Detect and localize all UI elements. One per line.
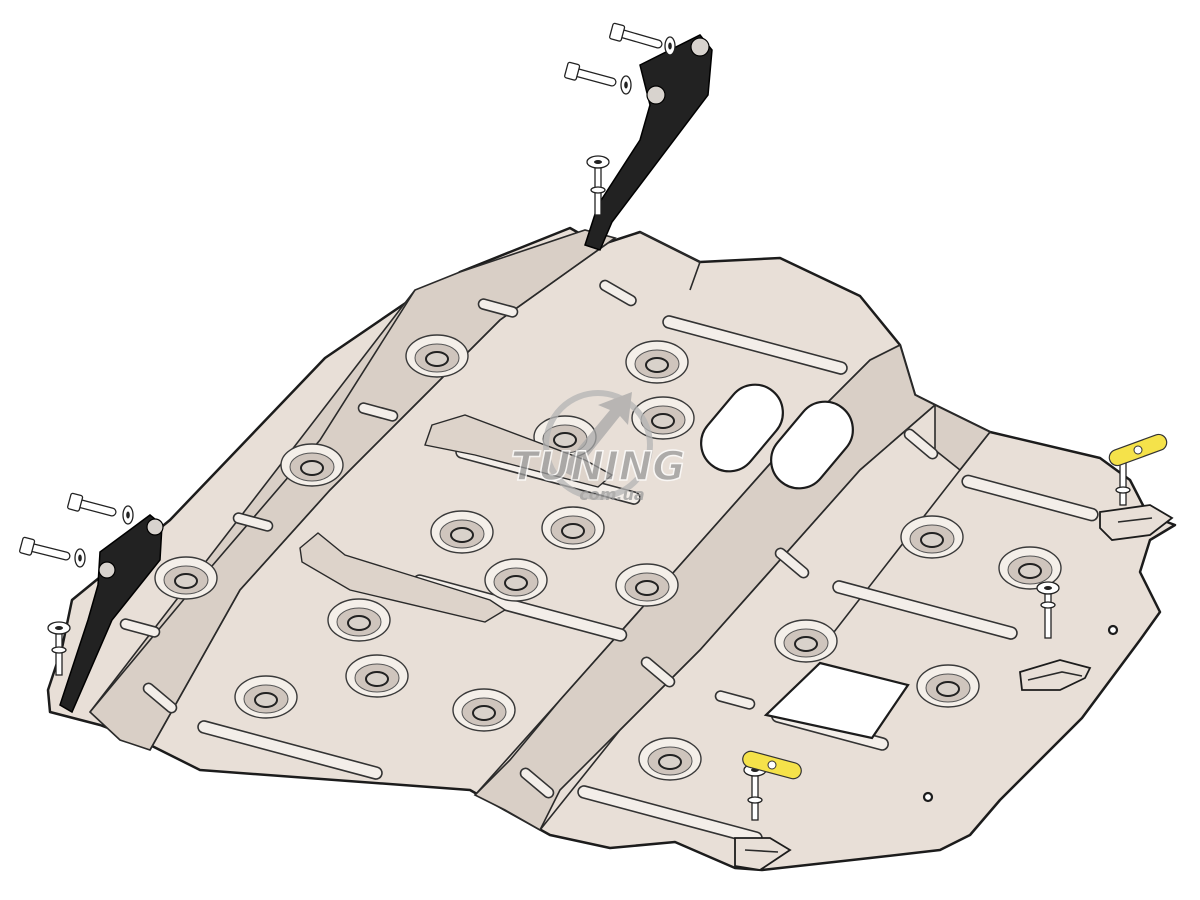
- rib-slot: [662, 315, 848, 375]
- dimple-hole: [900, 515, 964, 559]
- rib-slot: [832, 580, 1018, 640]
- small-hole: [1107, 624, 1119, 636]
- dimple-hole: [774, 619, 838, 663]
- mounting-bracket-top: [584, 34, 713, 251]
- dimple-hole: [327, 598, 391, 642]
- cutout-opening-right: [770, 400, 854, 490]
- dimple-holes: [154, 334, 1062, 781]
- fold-line-4: [474, 344, 901, 796]
- mounting-tab-bottom: [734, 837, 792, 871]
- nut-plate-edge: [1027, 671, 1083, 681]
- mounting-tab-bottom-slot: [744, 849, 779, 853]
- short-slot: [903, 428, 939, 460]
- bracket-hole: [646, 85, 666, 105]
- short-slot: [519, 767, 555, 799]
- bolt: [1036, 581, 1060, 639]
- washer: [74, 548, 86, 568]
- fold-line-1: [149, 237, 616, 751]
- spring-clip: [1108, 433, 1168, 467]
- short-slot: [142, 682, 178, 714]
- bracket-hole: [146, 518, 164, 536]
- bolt: [609, 22, 663, 49]
- dimple-hole: [280, 443, 344, 487]
- short-slot: [232, 512, 274, 532]
- dimple-hole: [234, 675, 298, 719]
- small-hole: [922, 791, 934, 803]
- dimple-hole: [916, 664, 980, 708]
- watermark-domain: com.ua: [579, 485, 644, 504]
- spring-clip: [742, 750, 802, 780]
- cutout-opening-square: [763, 661, 910, 740]
- bolt-hardware: [19, 22, 1168, 821]
- bolt: [67, 492, 117, 517]
- fold-line-3: [539, 404, 936, 831]
- mounting-tab-right-upper: [1099, 504, 1174, 541]
- bolt: [47, 621, 71, 676]
- dimple-hole: [154, 556, 218, 600]
- dimple-hole: [405, 334, 469, 378]
- dimple-hole: [484, 558, 548, 602]
- dimple-hole: [541, 506, 605, 550]
- rib-slot: [961, 474, 1099, 522]
- heat-shield-strip-lower: [299, 532, 507, 623]
- fold-line-6: [639, 231, 701, 291]
- bracket-hole: [98, 561, 116, 579]
- dimple-hole: [452, 688, 516, 732]
- bracket-hole: [690, 37, 710, 57]
- short-slot: [774, 547, 810, 579]
- bolt: [19, 536, 71, 561]
- short-slot: [714, 690, 756, 710]
- dimple-hole: [430, 510, 494, 554]
- fold-line-5: [819, 431, 991, 651]
- short-slot: [640, 656, 676, 688]
- dimple-hole: [998, 546, 1062, 590]
- watermark-circle: [543, 390, 653, 500]
- mounting-tab-right-slot: [1117, 517, 1153, 523]
- fold-line-2: [89, 289, 416, 713]
- dimple-hole: [345, 654, 409, 698]
- watermark-brand: TUNING: [511, 444, 685, 490]
- watermark-logo: TUNING com.ua: [510, 390, 686, 504]
- washer: [122, 505, 134, 525]
- watermark-arrow-icon: [560, 392, 632, 476]
- dimple-hole: [625, 340, 689, 384]
- short-slot: [477, 298, 519, 318]
- nut-plate: [1019, 659, 1092, 691]
- short-slot: [599, 279, 637, 307]
- dimple-hole: [615, 563, 679, 607]
- washer: [664, 36, 676, 56]
- bolt: [586, 155, 610, 216]
- cutout-opening-left: [700, 383, 784, 473]
- short-slot: [119, 618, 161, 638]
- bolt: [564, 61, 617, 87]
- short-slot: [357, 402, 399, 422]
- rib-slot: [197, 720, 383, 780]
- washer: [620, 75, 632, 95]
- dimple-hole: [638, 737, 702, 781]
